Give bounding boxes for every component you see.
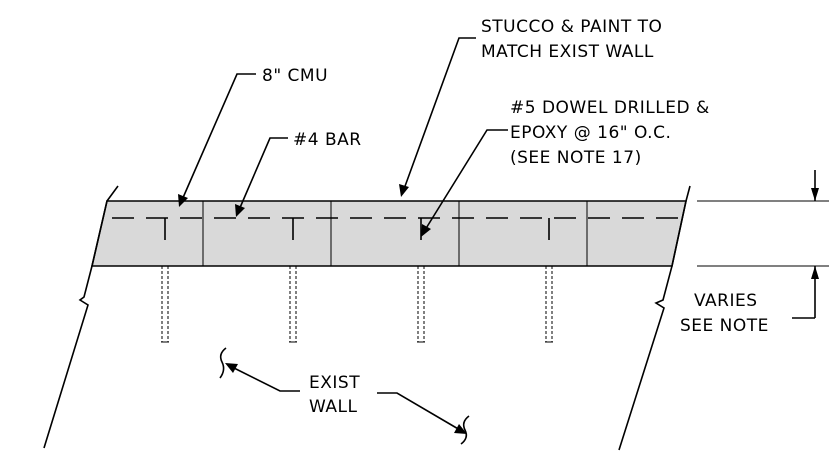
exist-wall-left-edge [43,185,119,449]
label-wall: WALL [309,397,357,417]
label-stucco-line1: STUCCO & PAINT TO [481,17,662,37]
label-dowel-line2: EPOXY @ 16" O.C. [510,123,671,143]
label-dowel-line1: #5 DOWEL DRILLED & [510,98,710,118]
label-stucco-line2: MATCH EXIST WALL [481,42,654,62]
leader-dowel [421,129,508,237]
label-bar: #4 BAR [293,130,362,150]
leader-cmu [178,73,256,207]
label-see-note: SEE NOTE [680,316,769,336]
dimension [697,170,829,319]
cmu-course [90,200,687,267]
leader-bar [235,137,288,217]
leader-exist-wall-left [219,347,300,392]
label-cmu: 8" CMU [262,66,328,86]
cmu-joints [202,201,588,266]
dowel-ticks [164,218,550,240]
label-exist: EXIST [309,373,360,393]
leader-stucco [399,37,476,197]
label-varies: VARIES [694,291,758,311]
dowels-embedded [161,266,553,342]
label-dowel-line3: (SEE NOTE 17) [510,148,642,168]
exist-wall-right-edge [618,185,691,451]
leader-exist-wall-right [377,392,470,445]
